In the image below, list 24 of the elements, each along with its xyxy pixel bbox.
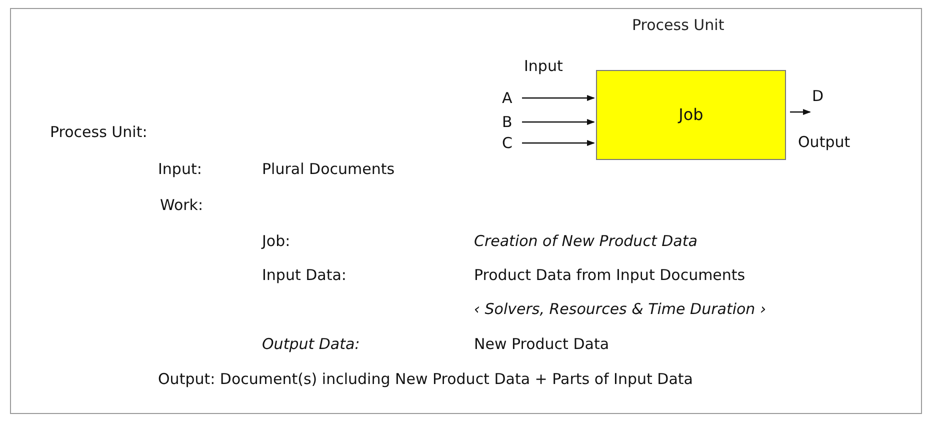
- text-label: Creation of New Product Data: [474, 231, 698, 251]
- arrow: [522, 140, 595, 146]
- arrow: [522, 95, 595, 101]
- text-label: Input:: [158, 159, 202, 179]
- text-label: Plural Documents: [262, 159, 395, 179]
- arrow: [522, 119, 595, 125]
- signal-name: C: [502, 133, 518, 153]
- signal-name: B: [502, 112, 518, 132]
- text-label: Product Data from Input Documents: [474, 265, 746, 285]
- text-label: Output: [798, 132, 850, 152]
- text-label: Output: Document(s) including New Product Data + Parts of Input Data: [158, 369, 693, 389]
- text-label: Output Data:: [262, 334, 360, 354]
- text-label: Job:: [262, 231, 290, 251]
- signal-name: A: [502, 88, 518, 108]
- signal-name: D: [812, 86, 830, 118]
- text-label: New Product Data: [474, 334, 610, 354]
- text-label: Input: [524, 56, 563, 76]
- text-label: ‹ Solvers, Resources & Time Duration ›: [474, 299, 766, 319]
- text-label: Work:: [160, 195, 204, 215]
- job-box: Job: [596, 70, 786, 160]
- arrow: [790, 109, 811, 115]
- unit-heading: Process Unit: [632, 15, 724, 36]
- text-label: Process Unit:: [50, 122, 148, 142]
- text-label: Input Data:: [262, 265, 346, 285]
